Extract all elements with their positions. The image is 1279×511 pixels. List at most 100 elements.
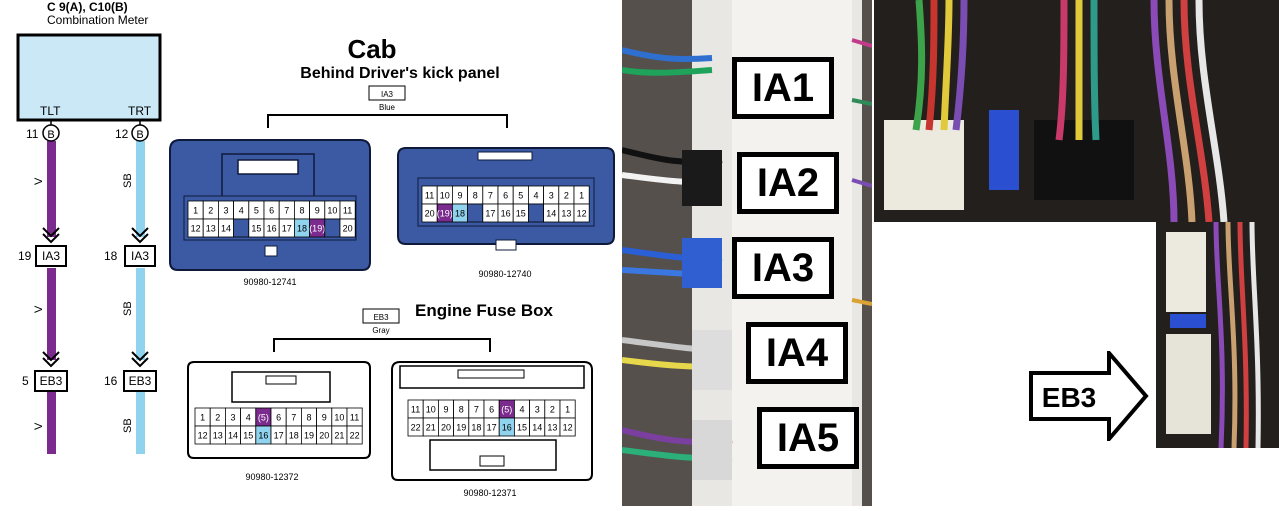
pin-cell: [324, 218, 341, 238]
trt-label: TRT: [128, 104, 152, 118]
pin-number: 10: [327, 206, 337, 216]
pin-number: 16: [501, 209, 511, 219]
ia1-label: IA1: [732, 57, 834, 119]
cab-bracket: [267, 114, 508, 128]
pin-number: 2: [208, 206, 213, 216]
pin-number: 14: [546, 209, 556, 219]
cab-title: Cab: [347, 34, 396, 64]
pin-conn-b-1: B: [47, 129, 54, 141]
pin-number: 3: [535, 405, 540, 415]
pin-cell: [233, 218, 250, 238]
pin-5-label: 5: [22, 374, 29, 388]
color-code-v-3: V: [33, 422, 45, 430]
meter-code: C 9(A), C10(B): [47, 0, 128, 14]
pin-number: 12: [198, 431, 208, 441]
pin-number: 17: [282, 224, 292, 234]
pin-number: 13: [561, 209, 571, 219]
pin-number: 10: [426, 405, 436, 415]
tlt-label: TLT: [40, 104, 61, 118]
pin-number: 3: [549, 191, 554, 201]
color-code-sb-2: SB: [122, 301, 134, 316]
pin-number: 2: [215, 413, 220, 423]
ia3-label: IA3: [732, 237, 834, 299]
combination-meter-box: [16, 33, 162, 122]
engine-left-part-number: 90980-12372: [245, 472, 298, 482]
pin-number: 7: [488, 191, 493, 201]
pin-circle-11: [42, 124, 60, 142]
pin-18-label: 18: [104, 249, 118, 263]
pin-number: 15: [517, 423, 527, 433]
cab-connector-id-box: [368, 85, 406, 101]
fuse-box-illustration-bottom: [1156, 222, 1279, 448]
pin-number: 2: [564, 191, 569, 201]
ia3-label-right: IA3: [131, 249, 149, 263]
pin-number: 3: [230, 413, 235, 423]
ia3-label-left: IA3: [42, 249, 60, 263]
pin-number: 20: [343, 224, 353, 234]
color-code-v-2: V: [33, 305, 45, 313]
wiring-diagram-svg: C 9(A), C10(B) Combination Meter TLT TRT…: [16, 0, 615, 498]
pin-cell: [346, 425, 363, 445]
pin-number: 12: [577, 209, 587, 219]
pin-circle-12: [131, 124, 149, 142]
eb3-box-left: [34, 370, 68, 392]
pin-number: 7: [291, 413, 296, 423]
pin-number: 1: [565, 405, 570, 415]
pin-number: 1: [193, 206, 198, 216]
pin-number: 9: [315, 206, 320, 216]
pin-number: 14: [228, 431, 238, 441]
pin-number: 19: [304, 431, 314, 441]
pin-number: 19: [456, 423, 466, 433]
pin-cell: [528, 203, 545, 223]
wire-sky-blue: [136, 120, 145, 454]
pin-number: 16: [267, 224, 277, 234]
pin-number: 12: [563, 423, 573, 433]
pin-number: 13: [206, 224, 216, 234]
pin-number: 8: [459, 405, 464, 415]
pin-number: 17: [487, 423, 497, 433]
pin-number: 18: [471, 423, 481, 433]
pin-number: (19): [309, 224, 325, 234]
pin-number: 5: [518, 191, 523, 201]
pin-number: 15: [516, 209, 526, 219]
pin-number: 6: [276, 413, 281, 423]
pin-number: 20: [441, 423, 451, 433]
engine-connector-id-box: [362, 308, 400, 324]
pin-number: 14: [532, 423, 542, 433]
ia4-label: IA4: [746, 322, 848, 384]
cab-right-part-number: 90980-12740: [478, 269, 531, 279]
color-code-sb-1: SB: [122, 173, 134, 188]
eb3-label-left: EB3: [40, 374, 63, 388]
cab-left-part-number: 90980-12741: [243, 277, 296, 287]
pin-number: 20: [425, 209, 435, 219]
pin-number: 5: [254, 206, 259, 216]
chevron-down-icon: [42, 227, 149, 368]
pin-number: 18: [455, 209, 465, 219]
pin-number: 4: [239, 206, 244, 216]
pin-number: 4: [246, 413, 251, 423]
pin-number: 22: [350, 431, 360, 441]
pin-number: 13: [547, 423, 557, 433]
pin-cell: [467, 203, 484, 223]
cab-connector-id: IA3: [381, 90, 394, 99]
pin-number: 2: [550, 405, 555, 415]
pin-number: 21: [426, 423, 436, 433]
pin-number: 16: [502, 423, 512, 433]
pin-number: 13: [213, 431, 223, 441]
pin-number: 1: [579, 191, 584, 201]
pin-19-label: 19: [18, 249, 32, 263]
engine-connector-id: EB3: [373, 313, 389, 322]
pin-number: 7: [284, 206, 289, 216]
pin-number: 16: [258, 431, 268, 441]
pin-number: 18: [289, 431, 299, 441]
pin-cell: [559, 417, 576, 437]
pin-number: 1: [200, 413, 205, 423]
pin-number: 9: [457, 191, 462, 201]
color-code-v-1: V: [33, 177, 45, 185]
eb3-box-right: [123, 370, 157, 392]
pin-number: 8: [299, 206, 304, 216]
pin-number: 12: [191, 224, 201, 234]
cab-connector-color: Blue: [379, 103, 396, 112]
